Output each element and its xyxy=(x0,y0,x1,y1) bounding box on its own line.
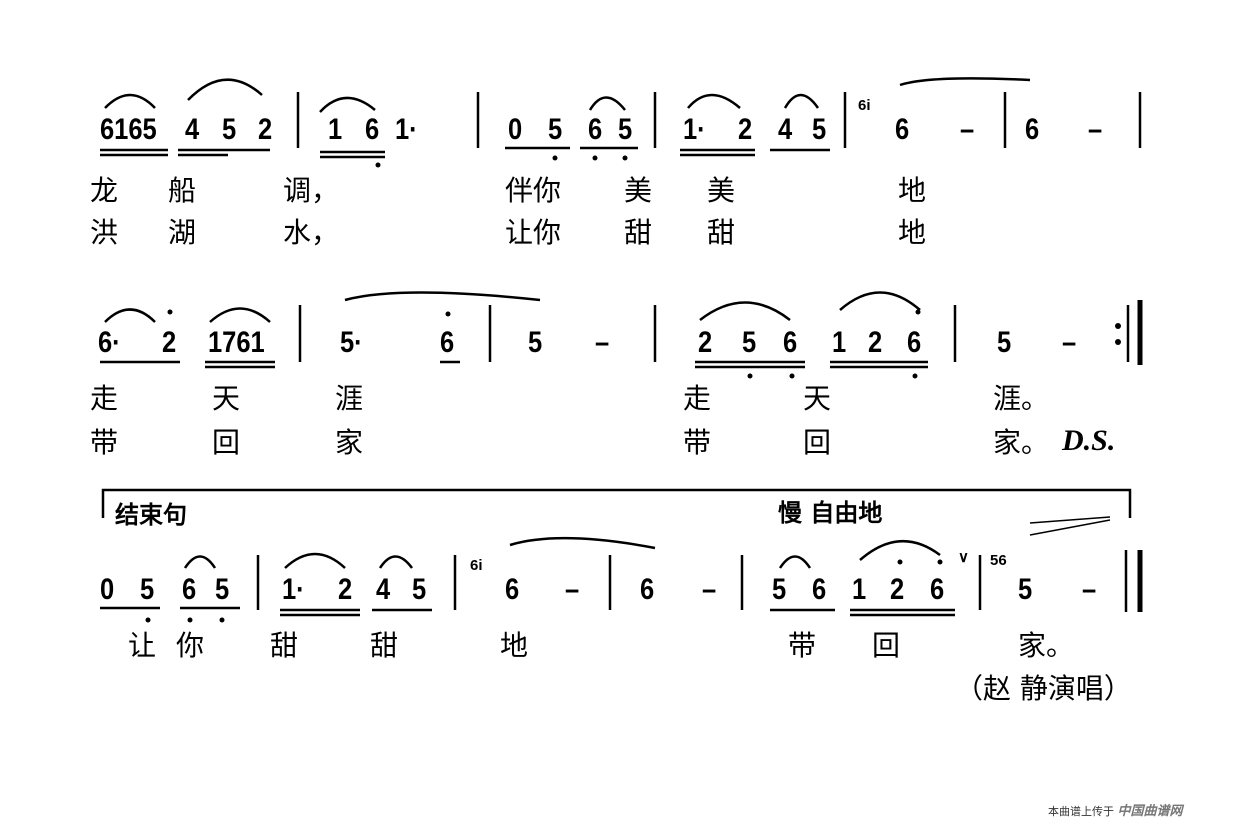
lyric: 洪 xyxy=(90,216,119,249)
watermark: 本曲谱上传于 中国曲谱网 xyxy=(1048,800,1183,819)
lyric: 你 xyxy=(176,629,205,662)
note: 6 xyxy=(1025,113,1040,146)
note: 6 xyxy=(640,573,655,606)
dash: – xyxy=(565,573,580,606)
note: 4 xyxy=(778,113,793,146)
note: 6 xyxy=(440,326,455,359)
dal-segno-mark: D.S. xyxy=(1062,424,1116,457)
lyric: 湖 xyxy=(168,216,197,249)
note: 2 xyxy=(258,113,273,146)
performer-credit: （赵 静演唱） xyxy=(955,672,1132,705)
note: 6 xyxy=(895,113,910,146)
dash: – xyxy=(960,113,975,146)
lyric: 地 xyxy=(500,629,529,662)
note: 1 xyxy=(328,113,343,146)
note: 5 xyxy=(222,113,237,146)
note: 5 xyxy=(772,573,787,606)
note: 6· xyxy=(98,326,121,359)
note: 4 xyxy=(185,113,200,146)
note: 0 xyxy=(508,113,523,146)
tempo-marking: 慢 自由地 xyxy=(778,499,883,527)
lyric: 伴你 xyxy=(505,174,562,207)
note: 1· xyxy=(282,573,305,606)
note: 4 xyxy=(376,573,391,606)
lyric: 让你 xyxy=(505,216,562,249)
lyric: 回 xyxy=(212,426,241,459)
note: 1· xyxy=(683,113,706,146)
note: 5 xyxy=(742,326,757,359)
note: 0 xyxy=(100,573,115,606)
lyric: 水， xyxy=(283,216,340,249)
note: 2 xyxy=(890,573,905,606)
lyric: 家。 xyxy=(1018,629,1075,662)
lyric: 甜 xyxy=(707,216,736,249)
note: 2 xyxy=(698,326,713,359)
grace-note: 56 xyxy=(990,552,1007,569)
note: 6 xyxy=(182,573,197,606)
lyric: 甜 xyxy=(270,629,299,662)
lyric: 甜 xyxy=(370,629,399,662)
ending-label: 结束句 xyxy=(115,501,187,529)
note: 1761 xyxy=(208,326,265,359)
lyric: 走 xyxy=(90,382,119,415)
note: 6 xyxy=(783,326,798,359)
lyric: 回 xyxy=(803,426,832,459)
lyric: 天 xyxy=(212,382,241,415)
lyric: 让 xyxy=(128,629,157,662)
lyric: 美 xyxy=(624,174,653,207)
lyric: 走 xyxy=(683,382,712,415)
note: 6 xyxy=(588,113,603,146)
note: 2 xyxy=(868,326,883,359)
dash: – xyxy=(1062,326,1077,359)
lyric: 带 xyxy=(788,629,817,662)
lyric: 带 xyxy=(683,426,712,459)
note: 1 xyxy=(832,326,847,359)
note: 5 xyxy=(618,113,633,146)
dash: – xyxy=(702,573,717,606)
watermark-text: 本曲谱上传于 xyxy=(1048,805,1114,818)
note: 6 xyxy=(505,573,520,606)
note: 6 xyxy=(907,326,922,359)
note: 5 xyxy=(548,113,563,146)
note: 5 xyxy=(412,573,427,606)
lyric: 船 xyxy=(168,174,197,207)
note: 2 xyxy=(738,113,753,146)
note: 1· xyxy=(395,113,418,146)
note: 5 xyxy=(215,573,230,606)
lyric: 涯 xyxy=(335,382,364,415)
grace-note: 6i xyxy=(858,97,871,114)
lyric: 美 xyxy=(707,174,736,207)
dash: – xyxy=(1082,573,1097,606)
note: 6 xyxy=(930,573,945,606)
lyric: 甜 xyxy=(624,216,653,249)
note: 5 xyxy=(528,326,543,359)
lyric: 调， xyxy=(283,174,340,207)
dash: – xyxy=(1088,113,1103,146)
note: 2 xyxy=(162,326,177,359)
breath-mark: ∨ xyxy=(958,549,969,566)
note: 6 xyxy=(812,573,827,606)
note: 5 xyxy=(140,573,155,606)
note: 5· xyxy=(340,326,363,359)
lyric: 家。 xyxy=(993,426,1050,459)
note: 5 xyxy=(1018,573,1033,606)
note: 2 xyxy=(338,573,353,606)
lyric: 涯。 xyxy=(993,382,1050,415)
lyric: 回 xyxy=(872,629,901,662)
grace-note: 6i xyxy=(470,557,483,574)
lyric: 地 xyxy=(898,174,927,207)
note: 5 xyxy=(997,326,1012,359)
note: 6165 xyxy=(100,113,157,146)
note: 6 xyxy=(365,113,380,146)
note: 1 xyxy=(852,573,867,606)
lyric: 龙 xyxy=(90,174,119,207)
watermark-brand: 中国曲谱网 xyxy=(1117,804,1183,819)
lyric: 天 xyxy=(803,382,832,415)
lyric: 家 xyxy=(335,426,364,459)
lyric: 地 xyxy=(898,216,927,249)
lyric: 带 xyxy=(90,426,119,459)
note: 5 xyxy=(812,113,827,146)
dash: – xyxy=(595,326,610,359)
